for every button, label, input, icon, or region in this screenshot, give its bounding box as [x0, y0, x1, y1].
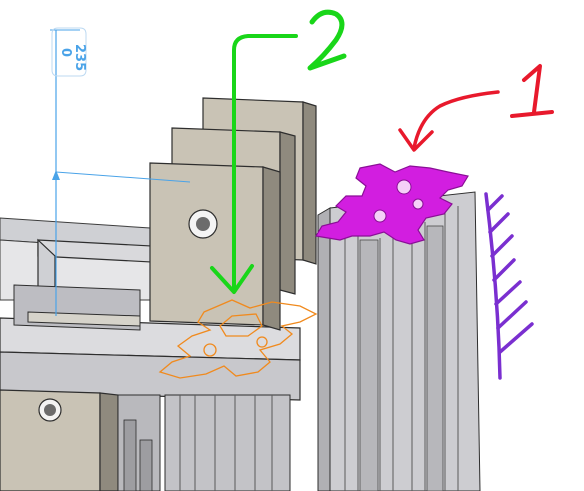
- lower-bracket-plate: [0, 389, 161, 491]
- dimension-upper-value: 235: [72, 44, 87, 71]
- aluminium-extrusion-profile: [317, 191, 481, 491]
- vertical-extrusion-column: [164, 394, 291, 491]
- wall-hatch-symbol: [484, 192, 534, 380]
- annotation-1: [398, 64, 554, 152]
- annotation-2: [210, 9, 347, 294]
- annotation-2-glyph: [307, 9, 347, 71]
- dimension-annotation: 235 0: [50, 27, 191, 316]
- dimension-lower-value: 0: [58, 48, 73, 57]
- orange-profile-outline: [158, 299, 318, 379]
- highlighted-profile-end-face: [315, 163, 469, 245]
- annotation-1-glyph: [510, 64, 554, 118]
